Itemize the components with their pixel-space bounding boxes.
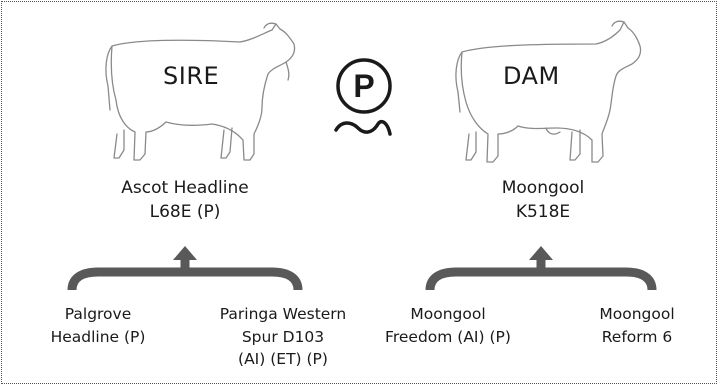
poll-symbol-icon [334,58,392,136]
sire-parent-right: Paringa Western Spur D103 (AI) (ET) (P) [208,303,358,371]
sire-arrowhead [173,246,197,260]
dam-arrowhead [529,246,553,260]
sire-parent-right-line1: Paringa Western [219,305,347,323]
sire-parent-right-line2: Spur D103 [241,327,325,346]
dam-parent-right-line1: Moongool [599,305,675,323]
dam-parent-left-line1: Moongool [410,305,486,323]
dam-name-line1: Moongool [501,178,585,198]
sire-label: SIRE [163,62,220,90]
dam-parent-left: Moongool Freedom (AI) (P) [378,303,518,348]
dam-bracket [425,258,657,291]
dam-parent-left-line2: Freedom (AI) (P) [385,327,511,346]
dam-label: DAM [503,62,560,90]
sire-bracket [67,258,303,291]
sire-name-line2: L68E (P) [149,202,221,222]
poll-letter: P [353,68,374,104]
sire-parent-left: Palgrove Headline (P) [38,303,158,348]
sire-name: Ascot Headline L68E (P) [105,176,265,224]
dam-cow-outline [455,20,642,163]
dam-parent-right-line2: Reform 6 [601,327,673,346]
sire-parent-right-line3: (AI) (ET) (P) [238,350,328,368]
sire-name-line1: Ascot Headline [121,178,249,198]
sire-parent-left-line2: Headline (P) [50,327,146,346]
dam-parent-right: Moongool Reform 6 [582,303,692,348]
dam-name-line2: K518E [515,202,571,222]
sire-cow-outline [105,22,296,161]
dam-name: Moongool K518E [463,176,623,224]
sire-parent-left-line1: Palgrove [64,305,132,323]
